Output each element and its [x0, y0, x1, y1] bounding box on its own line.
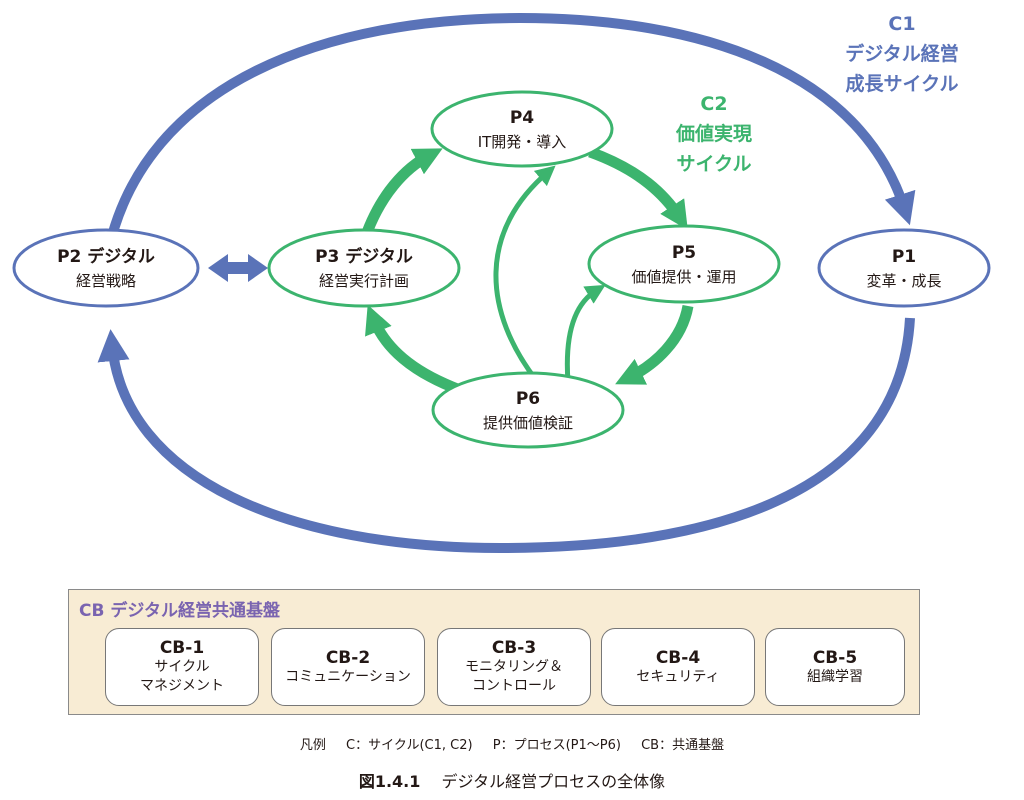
cb-item-code: CB-1	[159, 638, 205, 658]
cb-item-name: サイクル マネジメント	[140, 659, 224, 694]
cb-item-code: CB-3	[491, 638, 537, 658]
common-base-title: CB デジタル経営共通基盤	[79, 601, 281, 621]
cb-item-code: CB-5	[812, 647, 858, 668]
node-p3: P3 デジタル 経営実行計画	[267, 228, 461, 308]
node-p6: P6 提供価値検証	[431, 371, 625, 449]
svg-text:価値実現: 価値実現	[675, 122, 752, 145]
svg-text:IT開発・導入: IT開発・導入	[478, 133, 567, 151]
c2-arc-p5-p6	[615, 304, 694, 385]
cb-item-name: コミュニケーション	[285, 668, 411, 685]
svg-text:経営実行計画: 経営実行計画	[319, 272, 409, 290]
cb-item-code: CB-4	[655, 647, 701, 668]
c2-arc-p3-p4	[359, 148, 443, 240]
svg-text:経営戦略: 経営戦略	[76, 272, 136, 290]
cb-item-name: セキュリティ	[636, 668, 720, 685]
legend-common-base: CB：共通基盤	[641, 738, 725, 753]
cb-item-4: CB-4 セキュリティ	[601, 628, 755, 706]
svg-text:P3 デジタル: P3 デジタル	[315, 246, 413, 267]
cb-item-name: 組織学習	[807, 668, 863, 685]
svg-text:サイクル: サイクル	[676, 153, 751, 175]
svg-text:価値提供・運用: 価値提供・運用	[631, 268, 736, 286]
c2-arc-p6-p4	[493, 165, 556, 387]
cb-item-3: CB-3 モニタリング＆ コントロール	[437, 628, 591, 706]
node-p4: P4 IT開発・導入	[430, 90, 614, 168]
c1-label: C1 デジタル経営 成長サイクル	[845, 13, 959, 95]
cb-item-code: CB-2	[325, 647, 371, 668]
svg-text:C1: C1	[888, 13, 915, 35]
svg-text:P1: P1	[892, 247, 916, 267]
svg-text:提供価値検証: 提供価値検証	[483, 414, 573, 432]
cb-item-5: CB-5 組織学習	[765, 628, 905, 706]
svg-text:成長サイクル: 成長サイクル	[845, 72, 958, 95]
svg-text:P6: P6	[516, 389, 540, 409]
c2-label: C2 価値実現 サイクル	[675, 93, 752, 175]
node-p1: P1 変革・成長	[817, 228, 991, 308]
cb-item-1: CB-1 サイクル マネジメント	[105, 628, 259, 706]
common-base-panel: CB デジタル経営共通基盤 CB-1 サイクル マネジメント CB-2 コミュニ…	[68, 589, 920, 715]
svg-text:変革・成長: 変革・成長	[866, 272, 941, 290]
svg-text:デジタル経営: デジタル経営	[845, 42, 959, 65]
cb-item-2: CB-2 コミュニケーション	[271, 628, 425, 706]
process-diagram: P1 変革・成長 P2 デジタル 経営戦略 P3 デジタル 経営実行計画 P4 …	[12, 12, 991, 554]
c2-arc-p6-p3	[365, 304, 462, 396]
figure-title: デジタル経営プロセスの全体像	[441, 772, 666, 791]
legend: 凡例 C：サイクル(C1, C2) P：プロセス(P1～P6) CB：共通基盤	[0, 734, 1024, 753]
legend-process: P：プロセス(P1～P6)	[492, 738, 621, 753]
c2-arc-p4-p5	[588, 146, 688, 230]
legend-cycle: C：サイクル(C1, C2)	[346, 738, 473, 753]
cb-item-name: モニタリング＆ コントロール	[465, 659, 563, 694]
svg-text:P4: P4	[510, 108, 534, 128]
svg-text:P5: P5	[672, 243, 696, 263]
svg-text:P2 デジタル: P2 デジタル	[57, 246, 155, 267]
node-p5: P5 価値提供・運用	[587, 224, 781, 304]
svg-text:C2: C2	[700, 93, 727, 115]
figure-caption: 図1.4.1 デジタル経営プロセスの全体像	[0, 768, 1024, 792]
c2-arc-p6-p5	[564, 284, 606, 383]
node-p2: P2 デジタル 経営戦略	[12, 228, 200, 308]
c1-arc-top	[103, 12, 916, 254]
legend-head: 凡例	[299, 738, 326, 753]
figure-number: 図1.4.1	[358, 772, 421, 791]
c1-arc-bottom	[97, 317, 915, 554]
p2-p3-double-arrow	[208, 254, 268, 282]
